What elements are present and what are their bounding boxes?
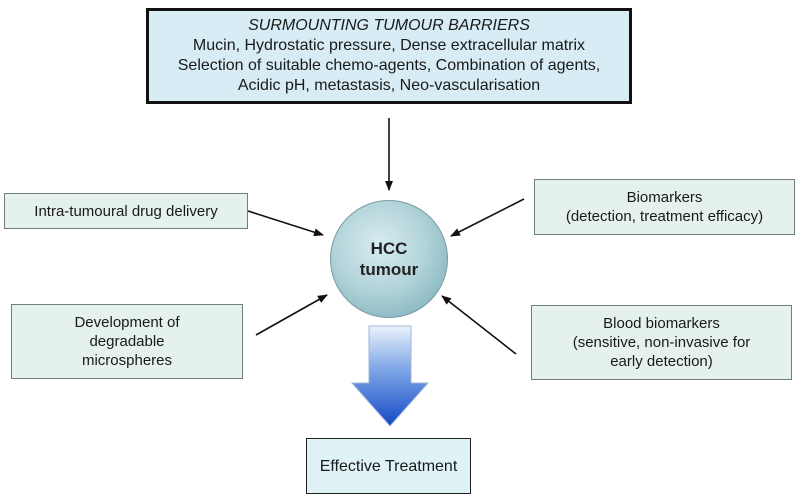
biomarkers-box: Biomarkers (detection, treatment efficac… (534, 179, 795, 235)
effective-treatment-box: Effective Treatment (306, 438, 471, 494)
hcc-label: HCC (370, 239, 408, 258)
tumour-barriers-line-2: Selection of suitable chemo-agents, Comb… (177, 57, 601, 74)
tumour-label: tumour (359, 260, 419, 279)
arrow-right-bottom-to-center (441, 295, 517, 355)
tumour-barriers-title: SURMOUNTING TUMOUR BARRIERS (248, 17, 530, 34)
tumour-barriers-box: SURMOUNTING TUMOUR BARRIERS Mucin, Hydro… (146, 8, 632, 104)
arrow-left-bottom-to-center (255, 294, 328, 336)
arrow-left-top-to-center (247, 210, 324, 237)
biomarkers-line-1: Biomarkers (626, 189, 703, 206)
blood-biomarkers-line-1: Blood biomarkers (603, 315, 720, 332)
biomarkers-line-2: (detection, treatment efficacy) (565, 208, 764, 225)
microspheres-line-2: degradable (89, 333, 165, 350)
blood-biomarkers-line-2: (sensitive, non-invasive for (572, 334, 751, 351)
effective-treatment-label: Effective Treatment (319, 457, 458, 475)
blood-biomarkers-line-3: early detection) (610, 353, 713, 370)
microspheres-box: Development of degradable microspheres (11, 304, 243, 379)
microspheres-line-3: microspheres (81, 352, 173, 369)
arrow-right-top-to-center (450, 198, 525, 237)
tumour-barriers-line-1: Mucin, Hydrostatic pressure, Dense extra… (192, 37, 586, 54)
tumour-barriers-line-3: Acidic pH, metastasis, Neo-vascularisati… (237, 77, 541, 94)
big-down-arrow (350, 325, 430, 427)
blood-biomarkers-box: Blood biomarkers (sensitive, non-invasiv… (531, 305, 792, 380)
intra-tumoural-delivery-box: Intra-tumoural drug delivery (4, 193, 248, 229)
intra-tumoural-delivery-label: Intra-tumoural drug delivery (34, 202, 218, 220)
hcc-tumour-node: HCC tumour (330, 200, 448, 318)
microspheres-line-1: Development of (74, 314, 180, 331)
